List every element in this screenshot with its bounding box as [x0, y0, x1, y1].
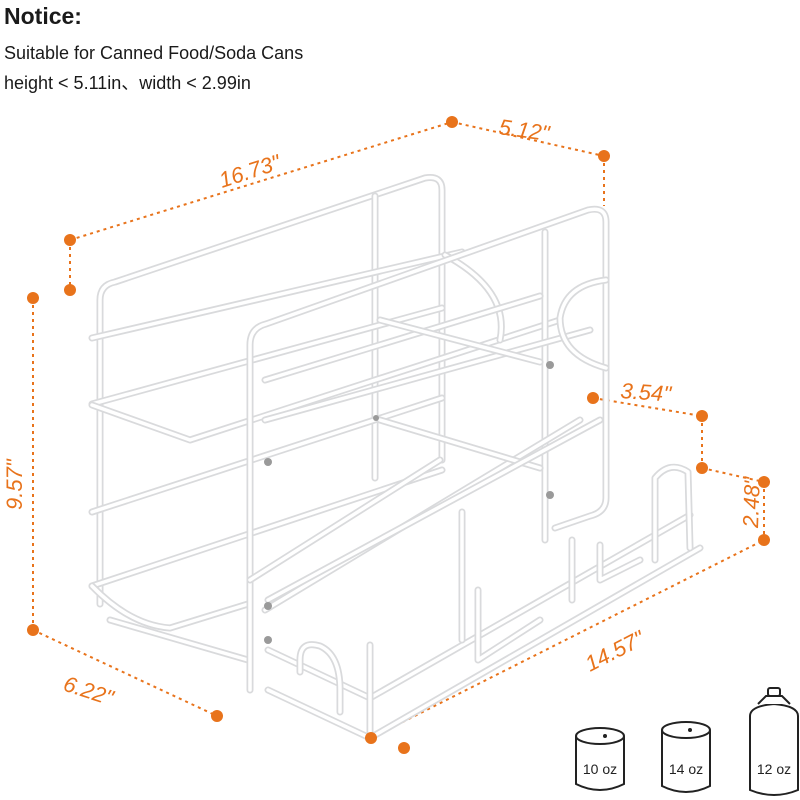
rack-back-frame: [88, 174, 564, 664]
can-label-14oz: 14 oz: [669, 761, 703, 777]
dimension-length-bottom: 14.57": [581, 625, 649, 676]
dimension-guides: [32, 121, 765, 739]
food-can-icon: 10 oz: [575, 727, 625, 791]
notice-block: Notice: Suitable for Canned Food/Soda Ca…: [4, 2, 424, 98]
dimension-depth-top: 5.12": [497, 114, 552, 146]
can-label-12oz: 12 oz: [757, 761, 791, 777]
rack-front-tray: [264, 416, 704, 742]
dimension-front-depth: 3.54": [620, 378, 673, 407]
can-label-10oz: 10 oz: [583, 761, 617, 777]
notice-title: Notice:: [4, 3, 82, 29]
food-can-icon: 14 oz: [661, 721, 711, 793]
rack-middle-frame: [246, 205, 610, 694]
notice-line-suitability: Suitable for Canned Food/Soda Cans: [4, 43, 304, 63]
can-size-icons: 10 oz 14 oz 12 oz: [575, 687, 799, 796]
dimension-length-top: 16.73": [216, 149, 285, 193]
dimension-height-total: 9.57": [2, 458, 27, 510]
soda-can-icon: 12 oz: [749, 687, 799, 796]
dimension-endpoints: [27, 116, 770, 754]
notice-line-size-limits: height < 5.11in、width < 2.99in: [4, 73, 251, 93]
rack-screws: [264, 361, 554, 644]
dimension-front-height: 2.48": [738, 476, 765, 530]
dimension-width-bottom: 6.22": [60, 671, 117, 711]
